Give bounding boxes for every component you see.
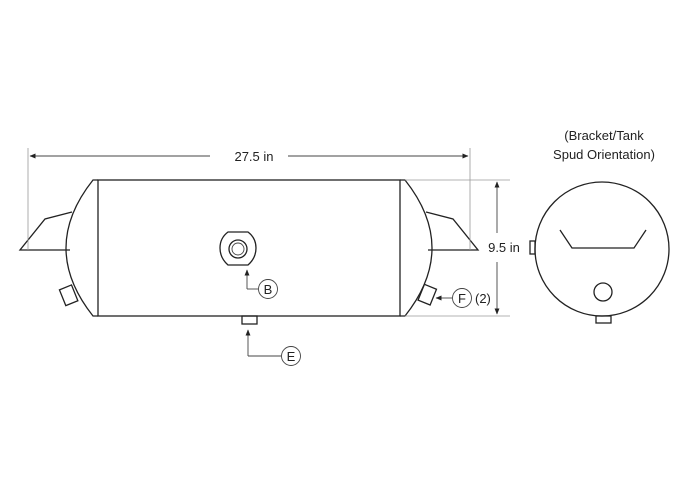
end-view-tank-circle bbox=[534, 181, 670, 317]
end-view-bracket bbox=[559, 229, 647, 249]
callout-b: B bbox=[244, 269, 278, 299]
right-end-cap bbox=[400, 179, 433, 317]
length-dimension-label: 27.5 in bbox=[234, 149, 273, 164]
end-view-side-spud bbox=[529, 240, 536, 255]
callout-f: F (2) bbox=[435, 288, 491, 308]
callout-e-label: E bbox=[287, 349, 296, 364]
callout-f-quantity: (2) bbox=[475, 291, 491, 306]
end-view-fitting bbox=[593, 282, 613, 302]
end-view-title-line1: (Bracket/Tank bbox=[564, 128, 644, 143]
left-bracket bbox=[18, 211, 73, 251]
tank-body bbox=[97, 179, 401, 317]
end-view-title-line2: Spud Orientation) bbox=[553, 147, 655, 162]
diameter-dimension-label: 9.5 in bbox=[488, 240, 520, 255]
end-view-bottom-spud bbox=[595, 315, 612, 324]
callout-f-label: F bbox=[458, 291, 466, 306]
end-view: (Bracket/Tank Spud Orientation) bbox=[529, 128, 670, 324]
fitting-f-right bbox=[417, 283, 438, 306]
fitting-f-left bbox=[58, 284, 79, 307]
drain-spud-e bbox=[241, 315, 258, 325]
left-end-cap bbox=[65, 179, 98, 317]
diameter-dimension: 9.5 in bbox=[405, 179, 520, 317]
callout-b-label: B bbox=[264, 282, 273, 297]
tank-side-view bbox=[18, 179, 480, 325]
port-b bbox=[219, 231, 257, 266]
callout-e: E bbox=[245, 329, 301, 366]
length-dimension: 27.5 in bbox=[27, 148, 471, 250]
right-bracket bbox=[425, 211, 480, 251]
